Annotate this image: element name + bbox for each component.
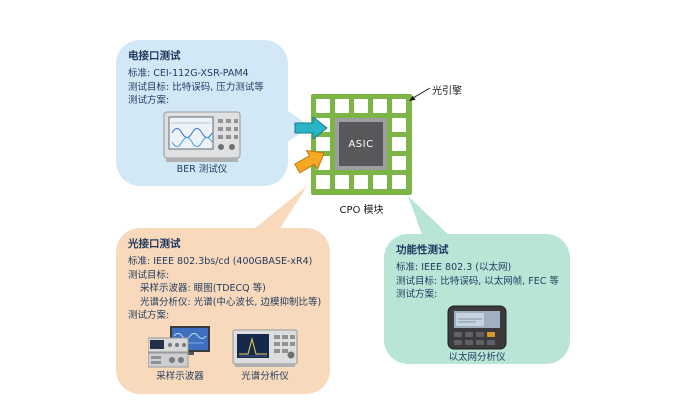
optical-test-bubble: 光接口测试 标准: IEEE 802.3bs/cd (400GBASE-xR4)… — [116, 228, 330, 394]
ber-tester-label: BER 测试仪 — [176, 163, 228, 175]
functional-standard-line: 标准: IEEE 802.3 (以太网) — [396, 262, 512, 273]
sampling-scope-label: 采样示波器 — [156, 370, 204, 382]
cpo-module-label: CPO 模块 — [339, 205, 384, 216]
optical-scope-line: 采样示波器: 眼图(TDECQ 等) — [140, 283, 266, 294]
ethernet-analyzer-label: 以太网分析仪 — [448, 351, 506, 363]
ethernet-analyzer-illustration — [447, 305, 507, 349]
functional-test-bubble: 功能性测试 标准: IEEE 802.3 (以太网) 测试目标: 比特误码, 以… — [384, 234, 570, 364]
optical-engine-pointer-arrow — [409, 87, 431, 101]
functional-plan-line: 测试方案: — [396, 289, 438, 300]
electrical-target-line: 测试目标: 比特误码, 压力测试等 — [128, 81, 264, 93]
spectrum-analyzer-illustration — [232, 329, 298, 367]
asic-chip: ASIC — [335, 118, 387, 170]
optical-test-title: 光接口测试 — [128, 238, 181, 250]
optical-engine-label: 光引擎 — [432, 86, 462, 97]
ber-tester-illustration — [163, 111, 241, 162]
functional-test-title: 功能性测试 — [396, 244, 449, 256]
electrical-standard-line: 标准: CEI-112G-XSR-PAM4 — [128, 68, 249, 79]
spectrum-analyzer-label: 光谱分析仪 — [241, 370, 289, 382]
electrical-plan-line: 测试方案: — [128, 95, 170, 106]
cpo-module: ASIC — [311, 94, 412, 195]
optical-osa-line: 光谱分析仪: 光谱(中心波长, 边模抑制比等) — [140, 296, 322, 308]
functional-target-line: 测试目标: 比特误码, 以太网帧, FEC 等 — [396, 275, 559, 287]
electrical-test-bubble: 电接口测试 标准: CEI-112G-XSR-PAM4 测试目标: 比特误码, … — [116, 40, 288, 186]
optical-target-line: 测试目标: — [128, 269, 170, 281]
sampling-scope-illustration — [148, 325, 210, 367]
optical-standard-line: 标准: IEEE 802.3bs/cd (400GBASE-xR4) — [128, 256, 313, 267]
electrical-bubble-tail — [284, 108, 311, 144]
electrical-test-title: 电接口测试 — [128, 50, 181, 62]
asic-chip-label: ASIC — [348, 138, 374, 150]
optical-plan-line: 测试方案: — [128, 310, 170, 321]
